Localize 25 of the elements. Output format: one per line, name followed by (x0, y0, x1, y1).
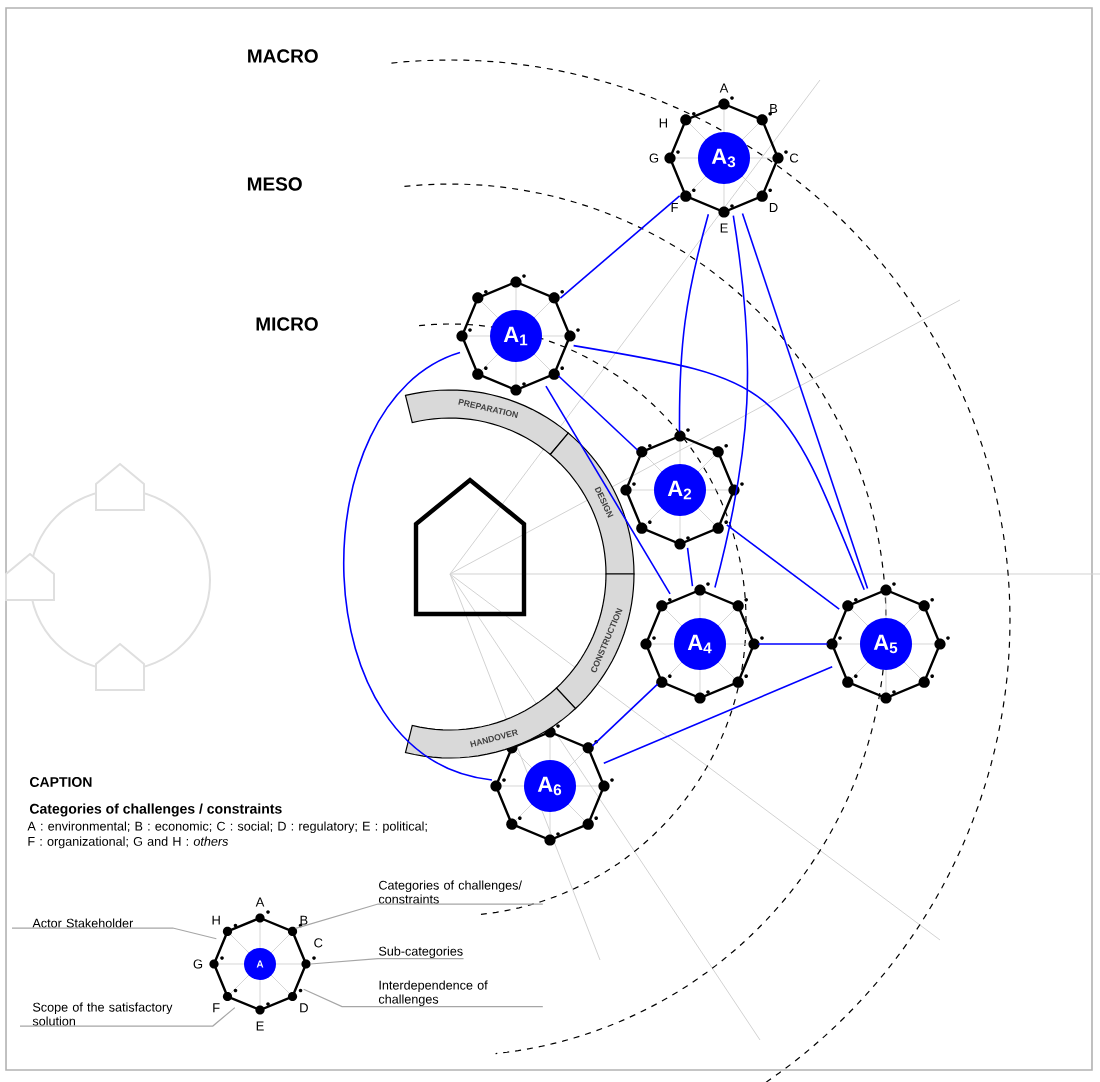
connector-line (572, 344, 866, 591)
connector-line (757, 643, 829, 645)
connector-line (591, 683, 659, 747)
connector-line (559, 195, 681, 299)
label: MICRO (256, 317, 318, 331)
actor-octagon: A$_{5}$ (826, 582, 950, 704)
connector-line (741, 212, 869, 590)
connector-line (545, 385, 671, 595)
leader-line (295, 903, 544, 929)
leader-line (309, 957, 465, 965)
connector-line (714, 214, 749, 589)
leader-line (19, 1007, 236, 1027)
leader-line (303, 988, 544, 1008)
connector-line (686, 547, 694, 587)
connector-line (678, 213, 710, 433)
actor-octagon: A$_{4}$ (640, 582, 764, 704)
actor-octagon: A$_{1}$ (456, 274, 580, 396)
actor-octagon: A$_{2}$ (620, 428, 744, 550)
leader-line (11, 927, 217, 940)
label: MESO (247, 177, 302, 191)
connector-line (557, 375, 639, 451)
connector-line (726, 524, 840, 610)
connector-line (603, 665, 833, 765)
label: MACRO (248, 49, 318, 63)
connector-line (343, 351, 493, 781)
